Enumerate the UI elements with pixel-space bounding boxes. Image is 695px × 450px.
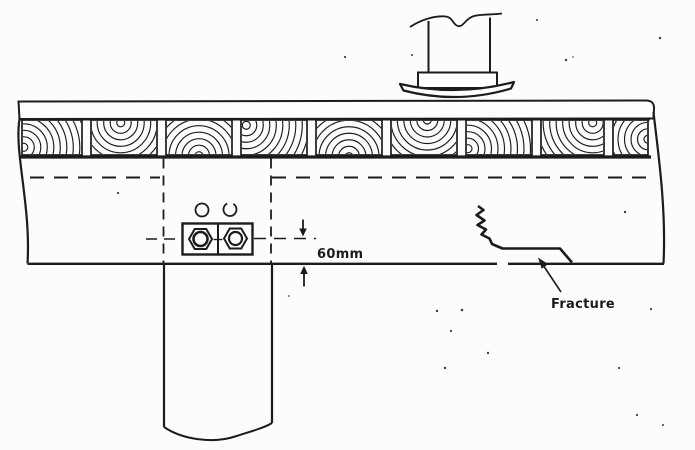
wood-grain	[542, 121, 603, 154]
load-pad	[417, 71, 498, 89]
decking-block	[540, 119, 605, 156]
fracture-arrow-shaft	[543, 266, 562, 293]
fracture: Fracture	[475, 204, 615, 312]
bolt-connection	[146, 202, 316, 256]
wood-grain	[167, 121, 231, 154]
wood-grain	[392, 121, 456, 154]
curved-bearing-plate	[398, 80, 516, 99]
wood-grain	[242, 121, 306, 154]
column-break-line	[409, 12, 503, 28]
decking-blocks	[21, 119, 649, 156]
dimension-label: 60mm	[317, 247, 363, 262]
dimension-arrow-bottom-head	[300, 265, 308, 274]
wood-grain	[317, 121, 381, 154]
dimension-arrow-top-head	[299, 228, 307, 237]
post-break-line	[163, 422, 273, 442]
wood-grain	[467, 121, 531, 154]
beam-left-edge	[17, 118, 30, 264]
bolt-shank-right	[227, 230, 244, 247]
wood-grain	[23, 121, 81, 154]
wood-grain	[92, 121, 156, 154]
fracture-label: Fracture	[551, 297, 615, 312]
load-column	[409, 12, 503, 73]
hex-nut-right	[222, 227, 249, 250]
hex-nut-left	[187, 228, 214, 250]
deck-plank	[17, 99, 656, 121]
fracture-line	[475, 204, 573, 264]
wood-grain	[614, 121, 647, 154]
dimension-60mm: 60mm	[299, 219, 363, 287]
decking-block	[465, 119, 533, 156]
fracture-arrow-head	[538, 257, 549, 269]
bolt-hole-right	[222, 202, 238, 217]
bolt-shank-left	[192, 230, 209, 248]
post	[162, 264, 274, 442]
hidden-edge-lines	[30, 158, 653, 263]
bolt-hole-left	[194, 202, 210, 218]
beam-web	[17, 111, 666, 265]
speckles	[116, 19, 664, 426]
beam-right-edge	[652, 111, 666, 264]
